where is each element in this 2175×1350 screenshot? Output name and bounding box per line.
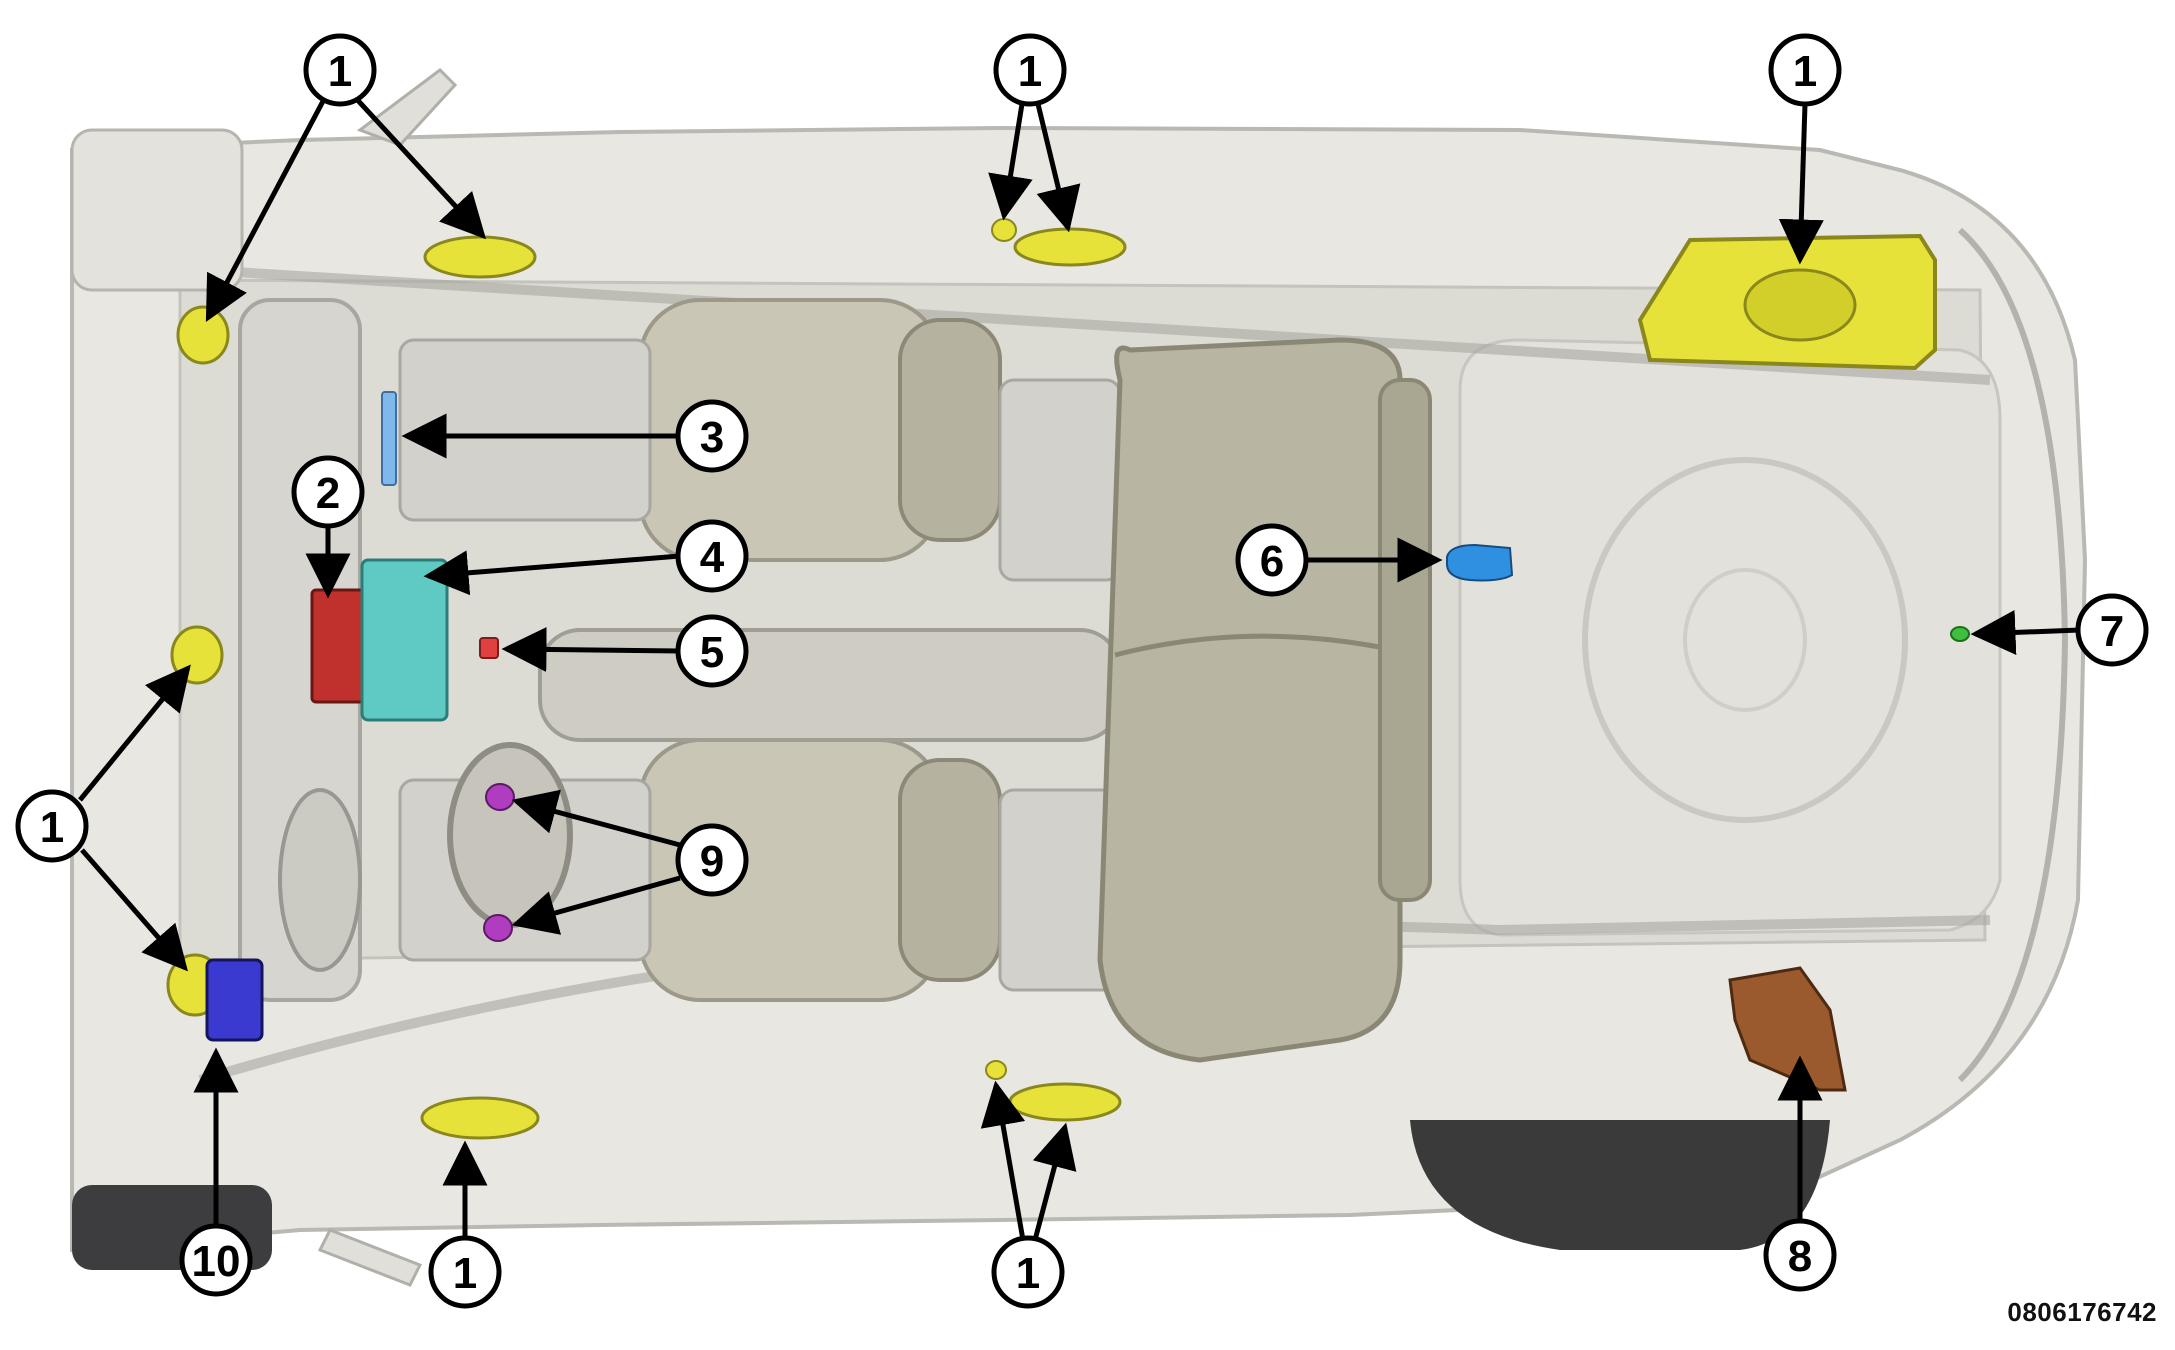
steering-wheel [447, 742, 573, 928]
callout-5: 5 [675, 614, 749, 688]
callout-label: 8 [1788, 1232, 1812, 1281]
module-7 [1950, 626, 1970, 642]
spare-tire-well [1582, 457, 1908, 823]
callout-8: 8 [1763, 1218, 1837, 1292]
callout-1-center-top: 1 [993, 33, 1067, 107]
callout-label: 2 [316, 469, 340, 518]
leader-1-center-top-b [1035, 103, 1081, 233]
rear-right-tire [1410, 1120, 1830, 1250]
leader-1-center-bottom-a [980, 1080, 1026, 1241]
callout-label: 6 [1260, 537, 1284, 586]
right-mirror [317, 1228, 423, 1287]
module-4 [360, 558, 449, 722]
leader-1-center-bottom-b [1032, 1122, 1077, 1241]
rear-cargo-area [1458, 338, 2002, 937]
leader-7 [1970, 609, 2081, 655]
leader-9-a [511, 789, 681, 848]
callout-2: 2 [291, 455, 365, 529]
callout-label: 1 [1018, 47, 1042, 96]
rear-tailgate-outline [1957, 227, 2069, 1083]
callout-label: 1 [1793, 47, 1817, 96]
callout-label: 9 [700, 837, 724, 886]
spare-tire-hub [1683, 568, 1807, 712]
rear-seatback [1378, 378, 1432, 902]
instrument-cluster [278, 788, 362, 972]
callout-1-front-bottom: 1 [428, 1235, 502, 1309]
module-3 [381, 391, 397, 486]
leader-9-b [511, 875, 681, 935]
leader-1-center-top-a [988, 103, 1033, 221]
module-2 [310, 588, 366, 704]
callout-1-front-top: 1 [303, 33, 377, 107]
callout-label: 1 [453, 1249, 477, 1298]
callout-4: 4 [675, 519, 749, 593]
callout-3: 3 [675, 399, 749, 473]
vehicle-body [70, 68, 2088, 1287]
callout-label: 7 [2100, 607, 2124, 656]
module-10 [205, 958, 264, 1042]
module-6 [1446, 543, 1514, 582]
callout-label: 10 [192, 1237, 241, 1286]
module-9-lower [483, 914, 513, 942]
leader-1-left-b [80, 848, 188, 972]
callout-label: 1 [40, 803, 64, 852]
rear-seat [1097, 337, 1403, 1063]
speaker-rear-right-tweeter [985, 1060, 1007, 1080]
speaker-rear-left-tweeter [991, 218, 1017, 242]
callout-10: 10 [179, 1223, 253, 1297]
callout-1-rear-top: 1 [1768, 33, 1842, 107]
callout-1-left: 1 [15, 789, 89, 863]
speaker-front-right-door [420, 1096, 540, 1140]
speaker-front-left-tweeter [176, 305, 230, 365]
leader-1-left-a [78, 664, 191, 802]
leader-4 [423, 550, 681, 596]
callout-label: 3 [700, 413, 724, 462]
speaker-rear-right-door [1008, 1082, 1122, 1122]
callout-label: 5 [700, 628, 724, 677]
callout-6: 6 [1235, 523, 1309, 597]
module-9-upper [485, 783, 515, 811]
floor-mat-driver [398, 338, 652, 522]
figure-id: 0806176742 [2007, 1297, 2157, 1327]
leader-1-rear-top [1778, 103, 1824, 265]
leader-lines [78, 86, 2081, 1241]
leader-1-front-top-b [350, 92, 487, 240]
leader-5 [501, 626, 681, 672]
speaker-rear-left-door [1013, 227, 1127, 267]
front-seatback-lower [898, 758, 1002, 982]
callout-label: 4 [700, 533, 725, 582]
front-seatback-upper [898, 318, 1002, 542]
floor-mat-rear-left [998, 378, 1122, 582]
module-5 [479, 637, 499, 659]
speaker-front-left-door [423, 235, 537, 279]
callout-label: 1 [1016, 1249, 1040, 1298]
leader-1-front-top-a [205, 86, 333, 322]
callouts: 1 1 1 1 2 3 4 5 [15, 33, 2149, 1309]
rear-seat-split [1114, 633, 1396, 658]
center-console [538, 628, 1122, 742]
subwoofer-cone [1743, 268, 1857, 342]
callout-1-center-bottom: 1 [991, 1235, 1065, 1309]
callout-label: 1 [328, 47, 352, 96]
front-left-wheel-well [70, 128, 244, 292]
callout-7: 7 [2075, 593, 2149, 667]
callout-9: 9 [675, 823, 749, 897]
